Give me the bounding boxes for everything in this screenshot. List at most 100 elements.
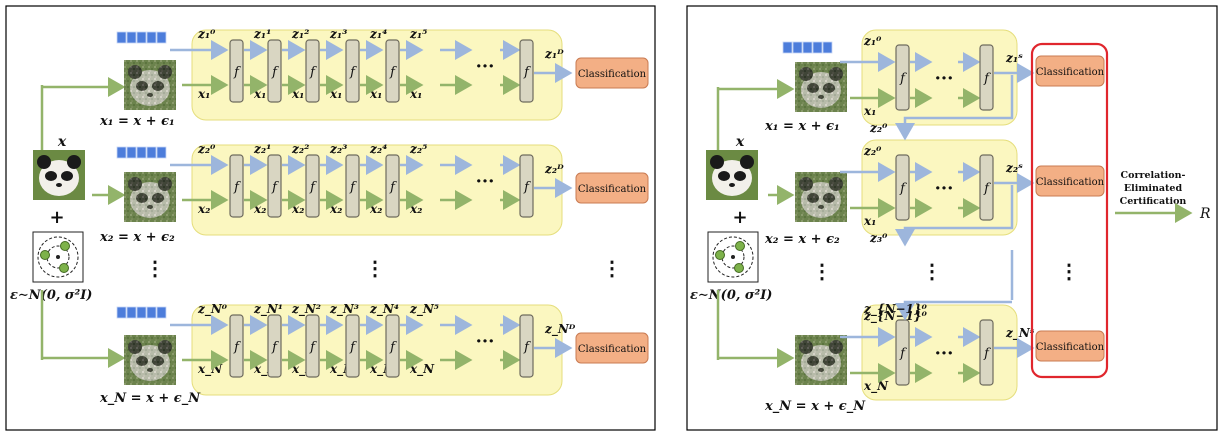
f-block-rect xyxy=(267,314,282,378)
f-block-label: f xyxy=(271,65,279,80)
zS-label: z_Nˢ xyxy=(1005,326,1035,341)
noise-center xyxy=(731,255,735,259)
noise-sample-dot xyxy=(59,263,69,273)
noise-label: ε∼N(0, σ²I) xyxy=(10,288,92,303)
x-layer-label: x₂ xyxy=(253,202,266,216)
noise-distribution-icon xyxy=(707,231,759,283)
f-block-label: f xyxy=(523,65,531,80)
noisy-sample-image xyxy=(795,62,847,112)
f-block-label: f xyxy=(309,65,317,80)
noisy-sample-label: x₂ = x + ϵ₂ xyxy=(764,232,840,247)
f-block-label: f xyxy=(309,180,317,195)
ellipsis-vertical-1: ⋮ xyxy=(145,256,165,280)
f-block-label: f xyxy=(233,340,241,355)
f-block: f xyxy=(267,154,282,218)
f-block-label: f xyxy=(899,182,907,197)
certification-label-1: Correlation- xyxy=(1121,170,1186,181)
noisy-sample-image xyxy=(795,335,847,385)
f-block-label: f xyxy=(309,340,317,355)
f-block-rect xyxy=(385,39,400,103)
x-layer-label: x₁ xyxy=(409,87,422,101)
noisy-sample-image xyxy=(124,60,176,110)
noisy-sample-image xyxy=(124,172,176,222)
noisy-sample-label: x_N = x + ϵ_N xyxy=(99,391,201,406)
classification-box: Classification xyxy=(1035,55,1105,87)
f-block: f xyxy=(229,39,244,103)
token-cell xyxy=(782,41,793,54)
noise-ring-outer xyxy=(37,236,79,278)
token-cell xyxy=(156,306,167,319)
f-block-label: f xyxy=(349,340,357,355)
token-cell xyxy=(156,146,167,159)
f-block-label: f xyxy=(389,180,397,195)
noise-ring-inner xyxy=(721,245,745,269)
noise-sample-dot xyxy=(734,263,744,273)
z0-label: z₂⁰ xyxy=(863,144,882,158)
input-image xyxy=(706,150,758,200)
z-layer-label: z₁⁴ xyxy=(369,27,387,41)
f-block-rect xyxy=(267,154,282,218)
f-block: f xyxy=(345,154,360,218)
classification-box: Classification xyxy=(1035,330,1105,362)
classification-rect xyxy=(1035,165,1105,197)
f-block-rect xyxy=(345,314,360,378)
feedback-z0-label: z₂⁰ xyxy=(869,121,888,135)
token-cell xyxy=(126,146,137,159)
ellipsis-horizontal: ··· xyxy=(935,343,954,364)
f-block-rect xyxy=(895,44,910,111)
classification-rect xyxy=(1035,55,1105,87)
f-block-label: f xyxy=(899,72,907,87)
f-block-label: f xyxy=(983,72,991,87)
right-row: x_N = x + ϵ_Nz_{N−1}⁰x_Nf···fz_NˢClassif… xyxy=(764,304,1105,414)
f-block: f xyxy=(895,319,910,386)
classification-label: Classification xyxy=(578,184,647,195)
token-cell xyxy=(116,31,127,44)
classification-box: Classification xyxy=(575,332,649,364)
f-block-label: f xyxy=(349,65,357,80)
noise-distribution-icon xyxy=(32,231,84,283)
input-label: x xyxy=(57,134,67,150)
classification-box: Classification xyxy=(1035,165,1105,197)
right-panel: x+ε∼N(0, σ²I)x₁ = x + ϵ₁z₁⁰x₁f···fz₁ˢCla… xyxy=(686,5,1218,431)
x-layer-label: x₁ xyxy=(291,87,304,101)
noise-ring-inner xyxy=(46,245,70,269)
f-block: f xyxy=(895,154,910,221)
ellipsis-horizontal: ··· xyxy=(476,331,495,352)
token-cell xyxy=(792,41,803,54)
classification-label: Classification xyxy=(1036,67,1105,78)
f-block: f xyxy=(305,154,320,218)
z-layer-label: z_N³ xyxy=(329,302,359,317)
classification-box: Classification xyxy=(575,57,649,89)
f-block: f xyxy=(267,39,282,103)
f-block-rect xyxy=(305,154,320,218)
ellipsis-horizontal: ··· xyxy=(935,178,954,199)
noise-sample-dot xyxy=(40,250,50,260)
noisy-sample-image xyxy=(795,172,847,222)
input-image xyxy=(33,150,85,200)
zS-label: z₁ˢ xyxy=(1005,51,1023,65)
token-cell xyxy=(116,306,127,319)
feedback-arrow-n xyxy=(895,300,1012,321)
ellipsis-vertical-3: ⋮ xyxy=(602,256,622,280)
x-layer-label: x₂ xyxy=(409,202,422,216)
noise-sample-dot xyxy=(715,250,725,260)
classification-box: Classification xyxy=(575,172,649,204)
classifier-group-box xyxy=(1030,42,1109,379)
x-input-label: x₁ xyxy=(197,87,210,101)
f-block-label: f xyxy=(983,182,991,197)
z-layer-label: z_N⁴ xyxy=(369,302,399,317)
token-cell xyxy=(812,41,823,54)
noise-center xyxy=(56,255,60,259)
zS-label: z₂ˢ xyxy=(1005,161,1023,175)
f-block: f xyxy=(267,314,282,378)
zN1-label: z_{N−1}⁰ xyxy=(863,302,928,317)
left-row: x₁ = x + ϵ₁z₁⁰x₁fz₁¹x₁fz₁²x₁fz₁³x₁fz₁⁴x₁… xyxy=(99,27,649,129)
token-cell xyxy=(126,31,137,44)
f-block: f xyxy=(979,154,994,221)
f-block-label: f xyxy=(523,340,531,355)
zD-label: z₂ᴰ xyxy=(544,162,564,176)
noisy-sample-label: x₂ = x + ϵ₂ xyxy=(99,230,175,245)
f-block-label: f xyxy=(983,347,991,362)
